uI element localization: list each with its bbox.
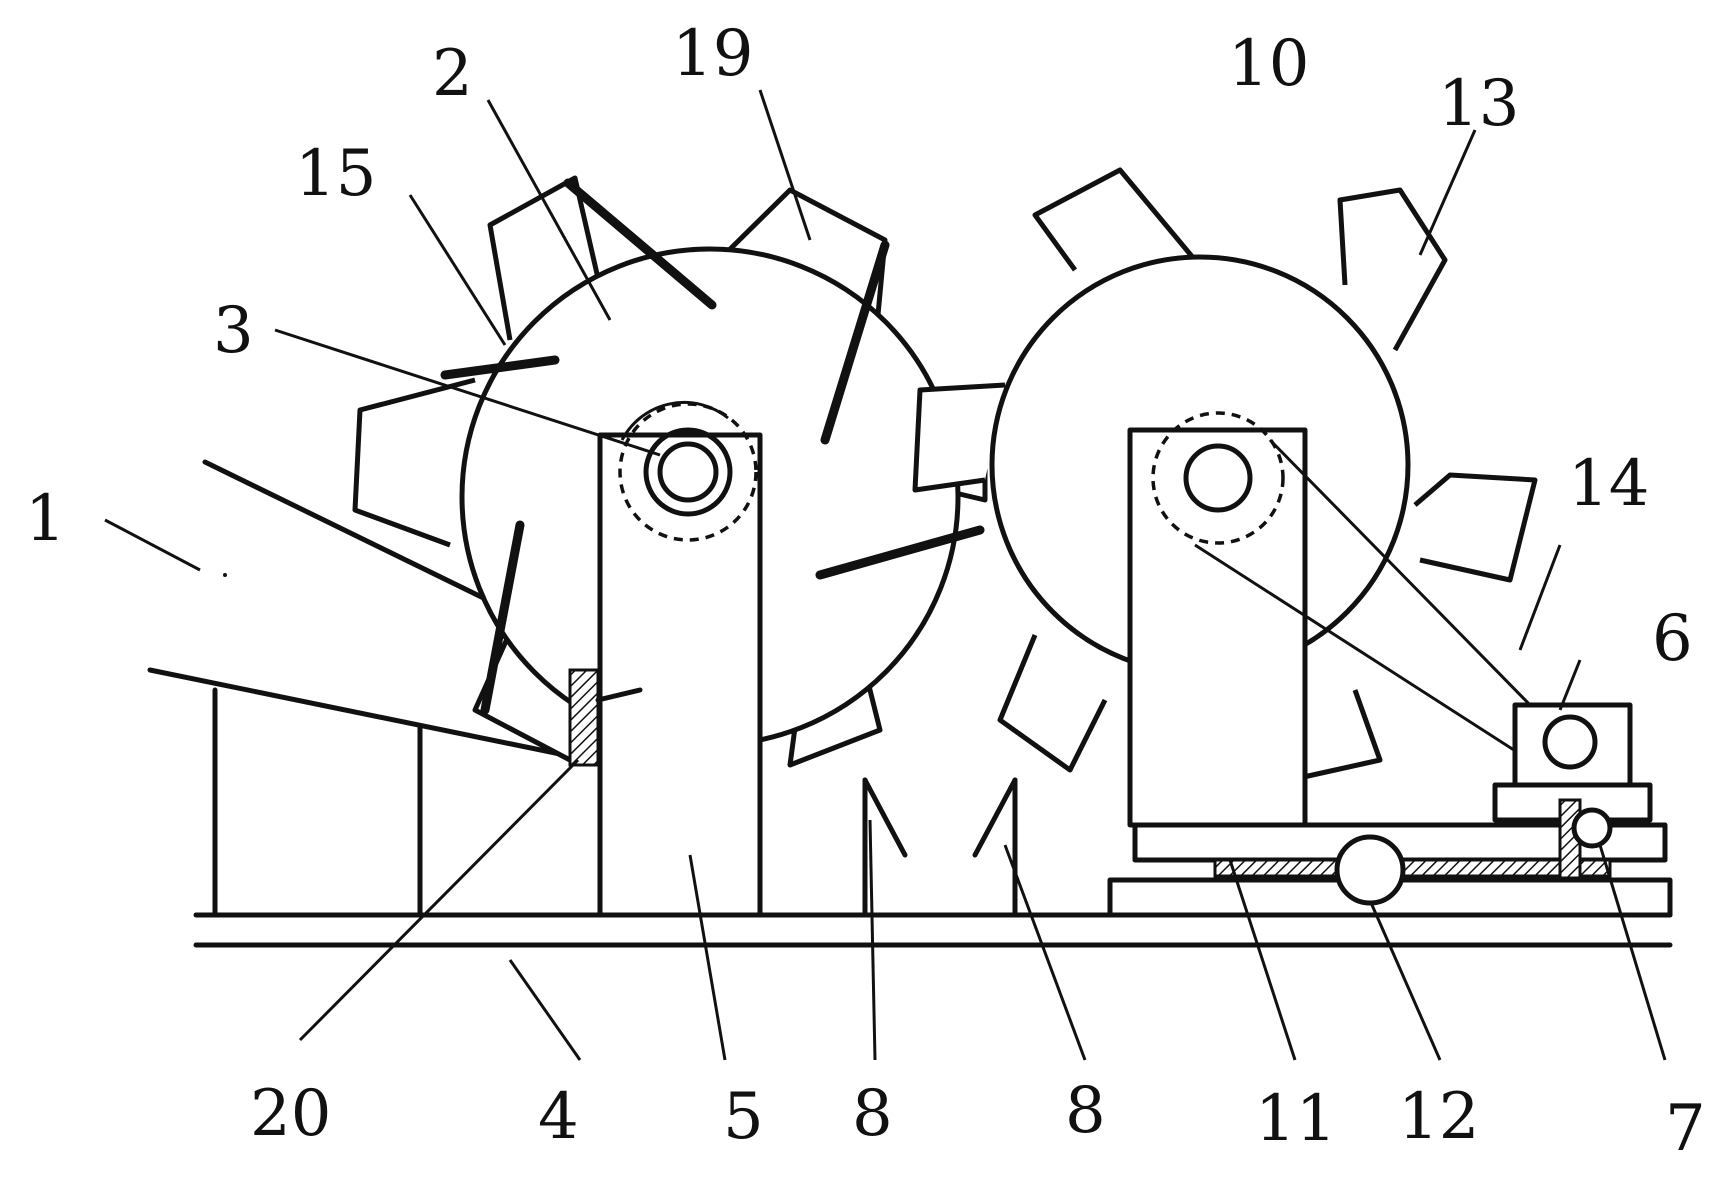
left-shaft <box>643 427 733 517</box>
label-11: 11 <box>1255 1082 1336 1156</box>
right-roller-knives <box>912 167 1538 783</box>
label-20: 20 <box>250 1077 331 1151</box>
label-5: 5 <box>723 1080 764 1154</box>
label-8a: 8 <box>852 1077 893 1151</box>
label-10: 10 <box>1228 27 1309 101</box>
leader-lines <box>104 89 1667 1061</box>
reference-labels: 1 2 3 4 5 6 7 8 8 10 11 12 13 14 15 19 2… <box>25 17 1706 1166</box>
label-14: 14 <box>1568 447 1649 521</box>
left-seal-spring <box>568 668 600 767</box>
locking-knob <box>1571 807 1613 849</box>
rail-wheel <box>1334 834 1406 906</box>
label-13: 13 <box>1438 67 1519 141</box>
label-8b: 8 <box>1065 1074 1106 1148</box>
sliding-base <box>1107 798 1673 918</box>
base-frame <box>193 912 1673 948</box>
discharge-guides <box>862 777 1018 918</box>
label-2: 2 <box>432 37 473 111</box>
label-15: 15 <box>295 137 376 211</box>
label-1: 1 <box>25 482 66 556</box>
drive-belt <box>1194 438 1546 772</box>
right-support-column <box>1127 411 1308 828</box>
right-shaft <box>1183 443 1253 513</box>
label-12: 12 <box>1398 1080 1479 1154</box>
motor-pulley <box>1542 714 1598 770</box>
label-4: 4 <box>538 1080 579 1154</box>
label-3: 3 <box>213 294 254 368</box>
feed-hopper <box>147 459 568 918</box>
label-7: 7 <box>1665 1092 1706 1166</box>
left-roller-blades <box>440 178 985 715</box>
label-6: 6 <box>1652 602 1693 676</box>
left-support-column <box>597 400 763 918</box>
right-shaft-housing <box>1151 411 1285 545</box>
left-shaft-housing <box>618 402 758 542</box>
label-19: 19 <box>672 17 753 91</box>
